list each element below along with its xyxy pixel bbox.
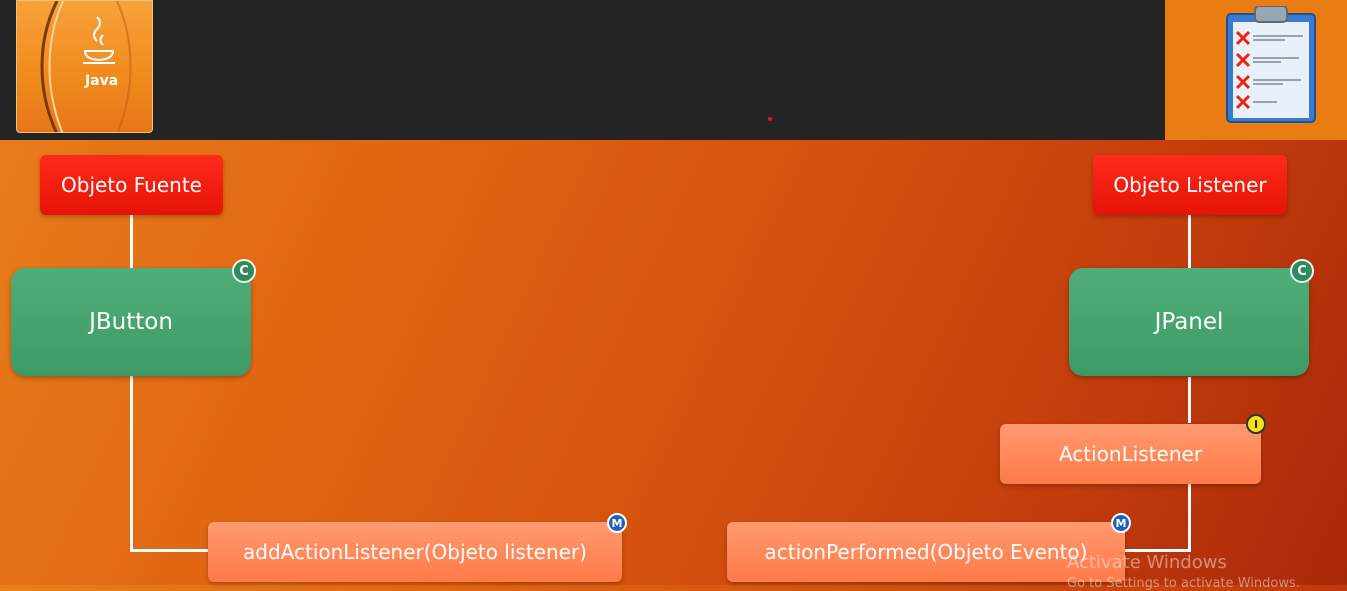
listener-object-label: Objeto Listener: [1093, 155, 1287, 215]
jpanel-class-box: JPanel: [1069, 268, 1309, 376]
listener-object-text: Objeto Listener: [1113, 173, 1267, 197]
action-performed-method-box: actionPerformed(Objeto Evento): [727, 522, 1125, 582]
activate-windows-subtext: Go to Settings to activate Windows.: [1067, 576, 1300, 591]
header-bar: [0, 0, 1165, 140]
action-performed-text: actionPerformed(Objeto Evento): [764, 540, 1088, 564]
add-action-listener-method-box: addActionListener(Objeto listener): [208, 522, 622, 582]
method-badge-add: M: [607, 513, 627, 533]
connector-to-actionperformed: [1125, 549, 1191, 552]
interface-badge: I: [1246, 414, 1266, 434]
java-logo-text: Java: [85, 73, 119, 89]
clipboard-checklist-icon: [1226, 6, 1316, 123]
jbutton-class-box: JButton: [11, 268, 251, 376]
connector-jbutton-down: [130, 376, 133, 552]
java-swoosh-icon: [40, 1, 132, 132]
cursor-marker: [768, 117, 772, 121]
class-badge-jpanel: C: [1290, 259, 1314, 283]
connector-jbutton-to-add: [130, 549, 210, 552]
connector-listener-to-jpanel: [1188, 214, 1191, 268]
jpanel-text: JPanel: [1154, 309, 1224, 335]
add-action-listener-text: addActionListener(Objeto listener): [243, 540, 587, 564]
source-object-label: Objeto Fuente: [40, 155, 223, 215]
activate-windows-watermark: Activate Windows: [1067, 552, 1227, 573]
source-object-text: Objeto Fuente: [61, 173, 202, 197]
class-badge-jbutton: C: [232, 259, 256, 283]
jbutton-text: JButton: [89, 309, 173, 335]
connector-jpanel-to-actionlistener: [1188, 377, 1191, 423]
action-listener-interface-box: ActionListener: [1000, 424, 1261, 484]
action-listener-text: ActionListener: [1058, 442, 1203, 466]
connector-source-to-jbutton: [130, 214, 133, 268]
connector-actionlistener-down: [1188, 484, 1191, 552]
java-logo: Java: [16, 0, 153, 133]
method-badge-performed: M: [1111, 513, 1131, 533]
